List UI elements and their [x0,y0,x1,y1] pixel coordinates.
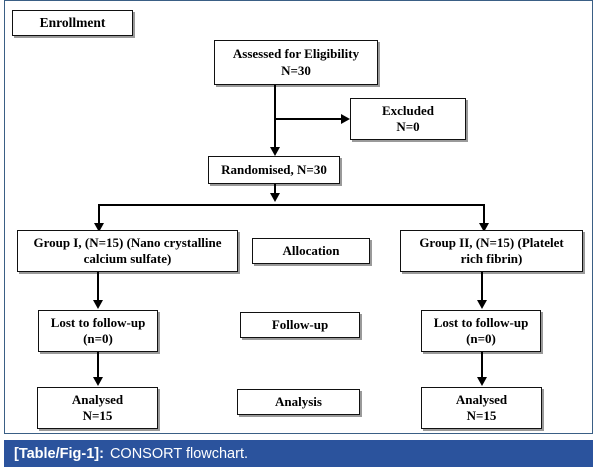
node-analysed-right-line1: Analysed [455,391,508,407]
arrowhead-lost-right-to-analysed-right [477,377,487,386]
node-excluded-line1: Excluded [381,102,434,118]
node-excluded-line2: N=0 [396,119,420,134]
arrowhead-randomised-split [270,193,280,202]
stage-label-followup: Follow-up [271,316,329,332]
figure-caption-text: CONSORT flowchart. [109,445,249,462]
arrowhead-split-to-group1 [94,223,104,232]
arrowhead-group1-to-lost-left [93,300,103,309]
node-assessed-for-eligibility: Assessed for Eligibility N=30 [214,40,378,85]
connector-group2-to-lost-right [481,272,483,304]
arrowhead-assessed-to-randomised [270,147,280,156]
node-assessed-line2: N=30 [281,62,311,78]
node-lost-right-line1: Lost to follow-up [433,314,529,330]
node-randomised: Randomised, N=30 [208,156,340,184]
node-randomised-line1: Randomised, N=30 [221,161,327,177]
node-group-2-line1: Group II, (N=15) (Platelet [419,234,564,250]
stage-box-analysis: Analysis [237,389,360,415]
node-assessed-line1: Assessed for Eligibility [232,46,360,62]
figure-caption-bar: [Table/Fig-1]: CONSORT flowchart. [4,440,593,467]
node-group-1-line1: Group I, (N=15) (Nano crystalline [33,234,222,250]
node-lost-right-line2: (n=0) [466,331,496,346]
arrowhead-to-excluded [341,114,350,124]
node-lost-left-line1: Lost to follow-up [50,314,146,330]
stage-box-followup: Follow-up [240,312,360,338]
connector-lost-left-to-analysed-left [97,352,99,382]
node-lost-to-followup-right: Lost to follow-up (n=0) [421,310,541,352]
stage-label-allocation: Allocation [282,242,340,258]
node-analysed-right: Analysed N=15 [421,387,542,429]
node-group-2-line2: rich fibrin) [460,251,523,266]
node-lost-left-line2: (n=0) [83,331,113,346]
node-lost-to-followup-left: Lost to follow-up (n=0) [38,310,158,352]
node-excluded: Excluded N=0 [350,98,466,140]
node-analysed-left-line1: Analysed [71,391,124,407]
figure-caption-label: [Table/Fig-1]: [14,445,104,462]
arrowhead-split-to-group2 [479,223,489,232]
node-analysed-left: Analysed N=15 [37,387,158,429]
connector-to-excluded [274,118,342,120]
node-analysed-right-line2: N=15 [466,408,497,423]
node-group-2: Group II, (N=15) (Platelet rich fibrin) [400,230,583,272]
stage-label-analysis: Analysis [275,393,322,409]
connector-split-to-group1 [98,204,100,228]
stage-box-enrollment: Enrollment [12,10,133,36]
node-group-1-line2: calcium sulfate) [83,251,172,266]
node-analysed-left-line2: N=15 [82,408,113,423]
split-bar-allocation [98,204,485,206]
connector-split-to-group2 [483,204,485,228]
arrowhead-group2-to-lost-right [477,300,487,309]
connector-lost-right-to-analysed-right [481,352,483,382]
stage-box-allocation: Allocation [252,238,370,264]
connector-group1-to-lost-left [97,272,99,304]
stage-label-enrollment: Enrollment [39,14,106,30]
node-group-1: Group I, (N=15) (Nano crystalline calciu… [17,230,238,272]
connector-randomised-to-split [274,184,276,198]
arrowhead-lost-left-to-analysed-left [93,377,103,386]
